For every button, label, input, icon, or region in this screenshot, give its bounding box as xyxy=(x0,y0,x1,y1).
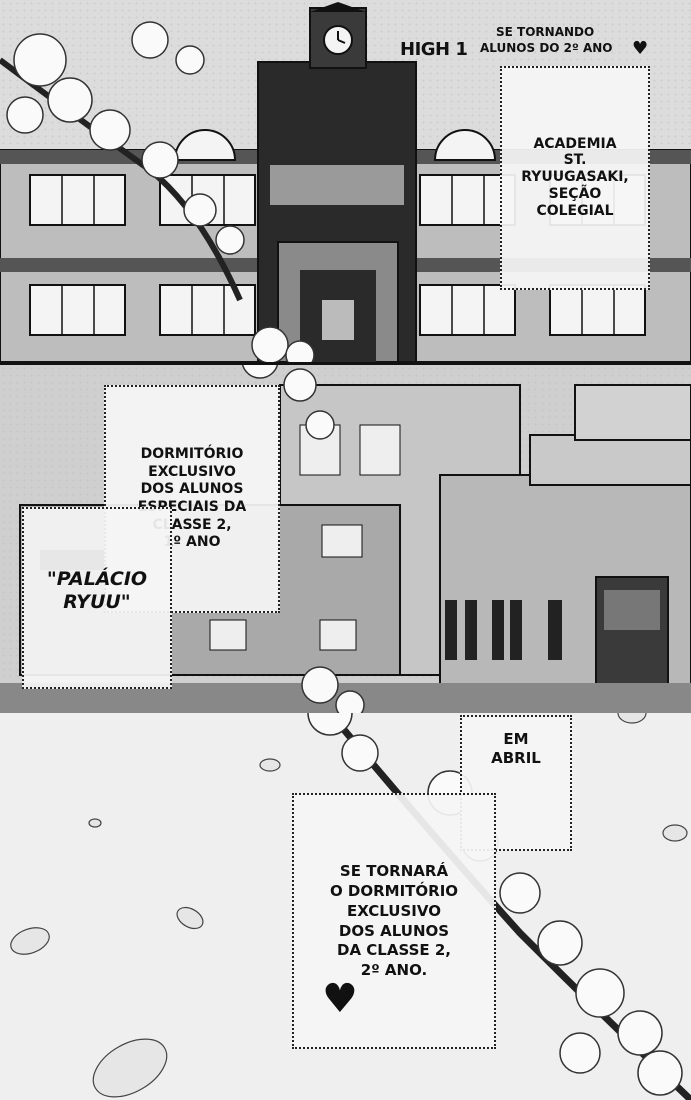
becomes-line: 2º ANO. xyxy=(360,961,428,980)
chapter-header: HIGH 1 SE TORNANDO ALUNOS DO 2º ANO ♥ xyxy=(400,25,660,64)
april-line: ABRIL xyxy=(491,748,541,767)
academy-line: RYUUGASAKI, xyxy=(521,169,629,186)
palace-line: RYUU" xyxy=(63,591,131,614)
academy-line: SEÇÃO xyxy=(548,185,602,202)
chapter-caption-line1: SE TORNANDO xyxy=(496,25,595,39)
school-building-panel: HIGH 1 SE TORNANDO ALUNOS DO 2º ANO ♥ AC… xyxy=(0,0,691,362)
becomes-caption: SE TORNARÁ O DORMITÓRIO EXCLUSIVO DOS AL… xyxy=(292,793,496,1049)
palace-caption: "PALÁCIO RYUU" xyxy=(22,507,172,689)
heart-icon: ♥ xyxy=(322,976,358,1022)
chapter-label: HIGH 1 xyxy=(400,39,468,60)
becomes-line: SE TORNARÁ xyxy=(339,862,449,881)
dorm-line: EXCLUSIVO xyxy=(148,463,236,480)
becomes-line: DA CLASSE 2, xyxy=(337,941,451,960)
dorm-line: DOS ALUNOS xyxy=(140,481,244,498)
blossom-drawing xyxy=(10,713,691,1100)
petal-icon xyxy=(10,713,688,1098)
dormitory-panel: DORMITÓRIO EXCLUSIVO DOS ALUNOS ESPECIAI… xyxy=(0,362,691,716)
blossom-panel: EM ABRIL SE TORNARÁ O DORMITÓRIO EXCLUSI… xyxy=(0,713,691,1100)
academy-line: COLEGIAL xyxy=(536,202,614,219)
dorm-line: CLASSE 2, xyxy=(152,516,232,533)
academy-line: ACADEMIA xyxy=(533,135,617,152)
dorm-line: DORMITÓRIO xyxy=(140,445,244,462)
palace-line: "PALÁCIO xyxy=(46,568,148,590)
april-line: EM xyxy=(503,730,529,748)
becomes-line: DOS ALUNOS xyxy=(338,921,450,940)
dorm-line: 1º ANO xyxy=(163,534,221,551)
becomes-line: EXCLUSIVO xyxy=(347,901,441,920)
heart-icon: ♥ xyxy=(632,38,649,59)
becomes-line: O DORMITÓRIO xyxy=(329,881,459,900)
academy-line: ST. xyxy=(563,152,587,169)
academy-caption: ACADEMIA ST. RYUUGASAKI, SEÇÃO COLEGIAL xyxy=(500,66,650,290)
chapter-caption-line2: ALUNOS DO 2º ANO xyxy=(480,41,613,55)
